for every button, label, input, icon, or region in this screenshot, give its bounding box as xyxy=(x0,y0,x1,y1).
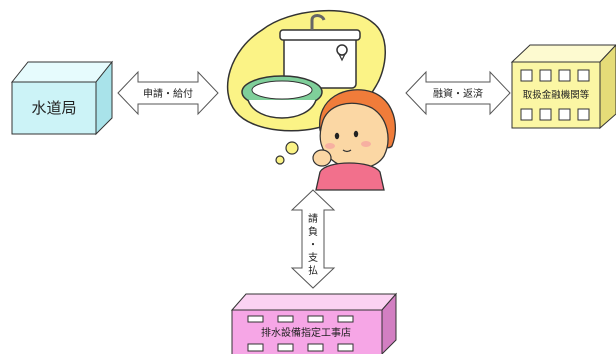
contractor-windows-top xyxy=(247,315,354,323)
bottom-double-arrow: 請 負 ・ 支 払 xyxy=(290,189,336,289)
child-body xyxy=(315,162,385,191)
water-bureau-label: 水道局 xyxy=(31,99,76,117)
person-thinking-about-toilet-icon xyxy=(227,9,396,191)
bottom-arrow-char-3: ・ xyxy=(308,240,318,251)
building-windows-bottom xyxy=(520,108,590,121)
bottom-arrow-char-4: 支 xyxy=(308,252,318,264)
contractor-box: 排水設備指定工事店 xyxy=(230,292,398,354)
building-windows-top xyxy=(520,69,590,82)
contractor-windows-bottom xyxy=(247,343,354,352)
bottom-arrow-char-5: 払 xyxy=(308,264,318,277)
left-double-arrow: 申請・給付 xyxy=(117,70,219,116)
bottom-arrow-char-1: 請 xyxy=(308,212,318,225)
financial-institution-label: 取扱金融機関等 xyxy=(523,89,590,101)
bottom-arrow-char-2: 負 xyxy=(308,226,318,238)
contractor-label: 排水設備指定工事店 xyxy=(261,326,351,339)
right-double-arrow: 融資・返済 xyxy=(405,70,511,116)
financial-institution-box: 取扱金融機関等 xyxy=(510,44,616,130)
water-bureau-box: 水道局 xyxy=(10,60,114,136)
left-arrow-label: 申請・給付 xyxy=(143,87,193,100)
right-arrow-label: 融資・返済 xyxy=(433,87,483,100)
